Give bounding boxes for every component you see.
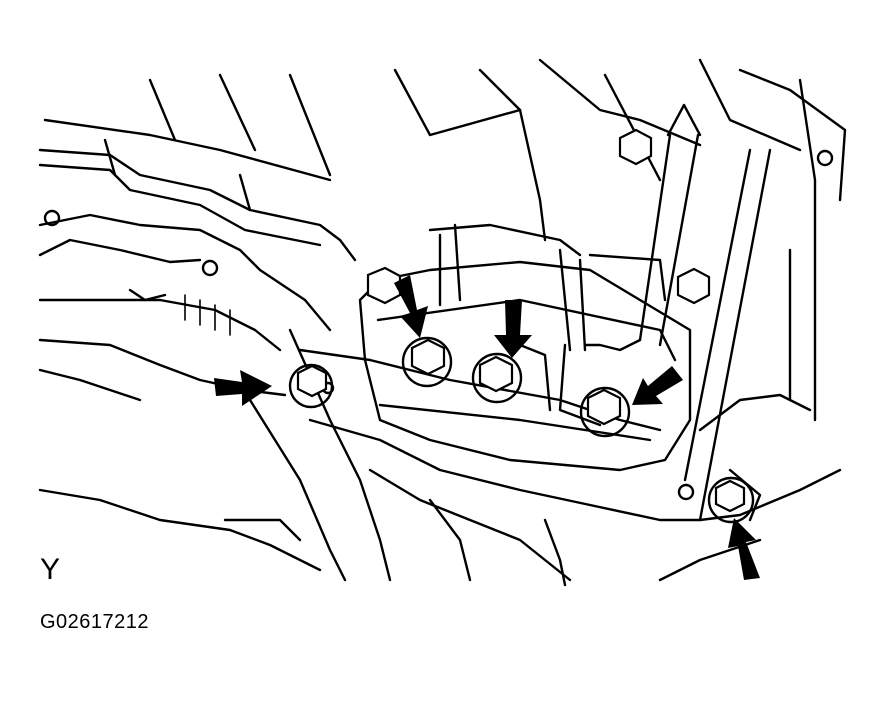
bolt-icon	[288, 128, 755, 524]
view-label: Y	[40, 553, 61, 586]
arrow-icon	[214, 275, 760, 580]
figure-code: G02617212	[40, 611, 150, 633]
